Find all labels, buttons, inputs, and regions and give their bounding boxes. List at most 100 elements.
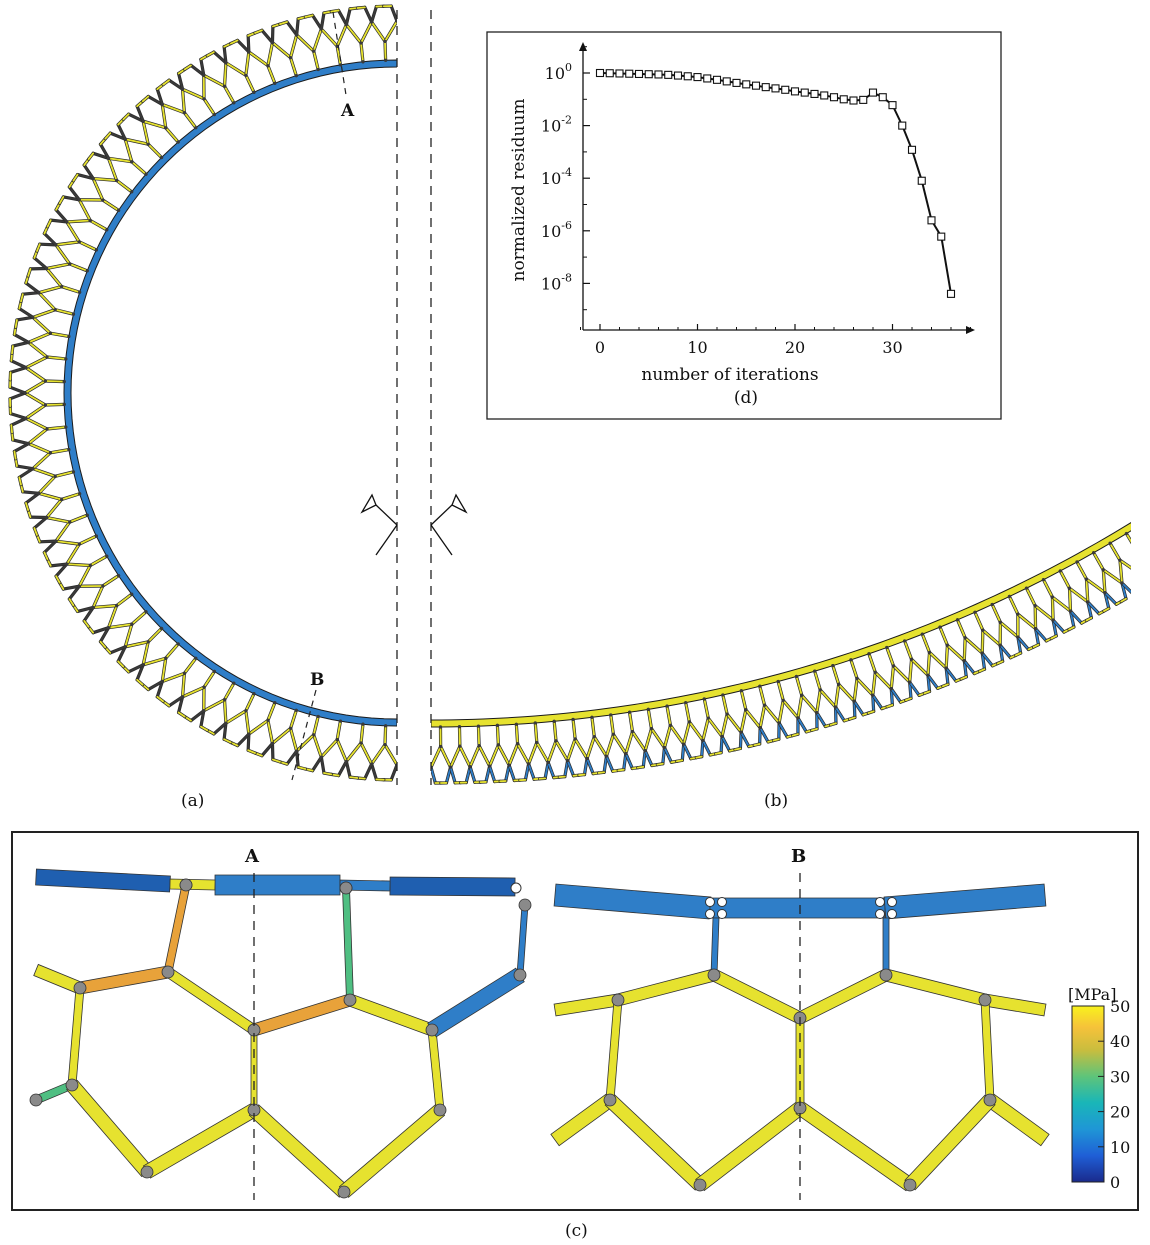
- cell-wall-fill: [200, 58, 205, 77]
- cell-wall-fill: [1137, 550, 1150, 563]
- cell-strut-fill: [46, 426, 67, 430]
- cell-strut-fill: [831, 664, 840, 686]
- cell-wall-fill: [337, 9, 348, 26]
- node: [232, 101, 236, 105]
- cell-wall-fill: [147, 95, 164, 106]
- cell-wall-fill: [10, 417, 27, 427]
- node: [88, 563, 92, 568]
- cell-wall-fill: [337, 760, 348, 777]
- node: [59, 497, 64, 502]
- cell-wall-fill: [312, 27, 323, 53]
- cell-wall-fill: [527, 762, 536, 781]
- cell-wall-fill: [27, 428, 48, 445]
- cell-wall-fill: [247, 51, 269, 67]
- cell-wall-fill: [267, 41, 274, 67]
- cell-strut-fill: [46, 356, 67, 360]
- node: [344, 22, 348, 27]
- cell-wall-fill: [612, 733, 627, 755]
- cell-strut-fill: [1092, 551, 1105, 571]
- lattice-joint: [73, 981, 87, 995]
- x-tick-label: 20: [785, 338, 805, 357]
- node: [725, 712, 729, 716]
- cell-wall-fill: [38, 291, 57, 311]
- panel-label-d: (d): [734, 388, 758, 408]
- node: [1124, 531, 1129, 536]
- node: [182, 111, 186, 115]
- cell-wall-fill: [236, 733, 250, 747]
- cell-strut-fill: [703, 698, 710, 720]
- cell-wall-fill: [55, 243, 71, 265]
- node: [1051, 618, 1055, 622]
- node: [361, 722, 365, 726]
- node: [701, 738, 705, 743]
- node: [77, 240, 81, 244]
- node: [67, 447, 71, 452]
- cell-wall-fill: [25, 366, 47, 382]
- cell-wall-fill: [10, 359, 27, 369]
- cell-wall-fill: [778, 722, 789, 738]
- cell-wall-fill: [147, 680, 164, 691]
- cell-wall-fill: [547, 761, 555, 779]
- cell-wall-fill: [223, 45, 227, 64]
- node: [62, 380, 66, 384]
- cell-wall-fill: [49, 219, 68, 223]
- lattice-joint: [433, 1103, 447, 1117]
- cell-strut-fill: [885, 646, 895, 667]
- node: [71, 470, 76, 474]
- cell-wall-fill: [99, 143, 110, 160]
- node: [552, 719, 556, 723]
- node: [1041, 578, 1046, 582]
- cell-wall-fill: [345, 23, 362, 44]
- series-point: [605, 69, 614, 78]
- cell-strut-fill: [360, 42, 364, 63]
- x-tick-label: 0: [595, 338, 605, 357]
- node: [706, 716, 710, 720]
- cell-wall-fill: [43, 551, 49, 561]
- node: [244, 709, 248, 713]
- node: [684, 701, 688, 705]
- cell-wall-fill: [78, 564, 92, 588]
- lattice-joint: [343, 993, 357, 1007]
- cell-wall-fill: [45, 267, 63, 288]
- cell-wall-fill: [1102, 568, 1106, 594]
- cell-wall-fill: [142, 120, 150, 146]
- cell-wall-fill: [945, 667, 957, 682]
- lattice-joint: [513, 968, 527, 982]
- node: [312, 49, 316, 53]
- lattice-joint: [879, 968, 893, 982]
- lattice-strut: [35, 868, 171, 893]
- node: [777, 721, 781, 725]
- node: [1084, 577, 1089, 581]
- cell-wall-fill: [190, 709, 205, 722]
- cell-wall-fill: [449, 766, 457, 784]
- node: [831, 664, 835, 668]
- node: [23, 391, 27, 395]
- node: [48, 331, 52, 335]
- cell-wall-fill: [1138, 589, 1143, 592]
- cell-wall-fill: [200, 725, 209, 732]
- cell-wall-fill: [161, 103, 186, 114]
- node: [54, 539, 58, 543]
- node: [903, 639, 907, 643]
- cell-wall-fill: [797, 716, 808, 733]
- series-point: [751, 81, 761, 90]
- cell-wall-fill: [25, 282, 40, 294]
- ring-bent-b: [431, 522, 1150, 785]
- node: [273, 701, 277, 705]
- cell-wall-fill: [261, 742, 274, 757]
- node: [514, 722, 518, 726]
- cell-wall-fill: [941, 683, 949, 688]
- lattice-hinge: [875, 897, 885, 907]
- node: [609, 713, 613, 717]
- series-point: [761, 83, 770, 92]
- node: [59, 284, 64, 289]
- series-point: [790, 87, 800, 96]
- cell-wall-fill: [946, 644, 966, 662]
- cell-wall-fill: [1017, 636, 1030, 651]
- lattice-strut: [553, 883, 712, 920]
- node: [71, 312, 76, 316]
- section-line-b: [291, 689, 317, 781]
- series-point: [722, 77, 731, 86]
- cell-wall-fill: [117, 123, 127, 141]
